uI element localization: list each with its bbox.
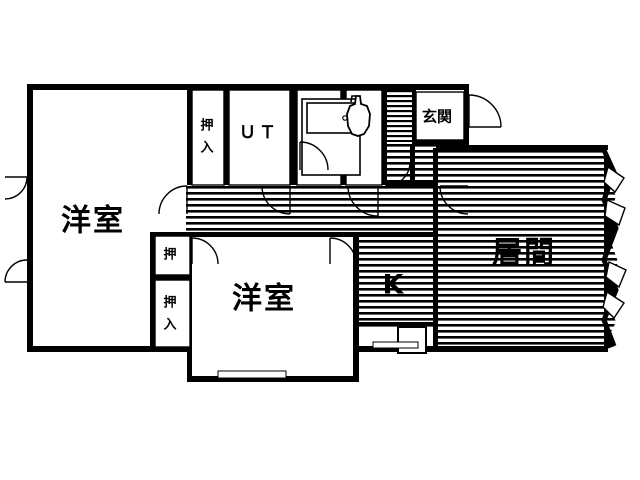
hall-door-c-swing [439, 185, 469, 215]
wall-hatch-column-left [382, 88, 387, 145]
bedroom-lower-window [217, 370, 287, 379]
bedroom-lower-door-left-swing [191, 237, 219, 265]
bedroom-upper-door-swing [158, 185, 188, 215]
closet-top-inner [191, 89, 225, 186]
wall-entry-step-right [410, 144, 415, 186]
entrance-inner [415, 91, 465, 141]
entry-hatch-column [386, 88, 414, 142]
hatched-floor-areas [186, 88, 618, 350]
closet-mid-inner [154, 235, 191, 276]
toilet-icon [346, 95, 371, 137]
closet-top-label-char-2: 入 [200, 141, 213, 156]
closet-bottom-label-char-2: 入 [163, 318, 176, 333]
window-left-top-swing [4, 176, 28, 200]
wall-living-bottom [358, 346, 608, 352]
wall-lower-closet-bottom [150, 347, 192, 352]
door-and-window-swings [4, 94, 627, 320]
kitchen-appliance-icon [397, 326, 427, 354]
ut-inner [228, 89, 291, 186]
entrance-door-swing [468, 94, 502, 128]
wall-lower-bedroom-right [353, 232, 359, 382]
wall-entrance-bottom [412, 140, 469, 145]
wall-lower-closet-top [150, 232, 192, 236]
wall-closet-right [224, 90, 229, 185]
closet-labels: 押 入 押 押 入 [163, 118, 213, 333]
room-label-entrance: 玄関 [422, 108, 452, 126]
wall-closet-left [187, 84, 192, 185]
corridor-floor [186, 183, 436, 235]
window-right-4 [602, 290, 625, 320]
closet-bottom-label-char-1: 押 [163, 295, 176, 311]
wall-left-exterior [27, 84, 33, 352]
wall-bottom-left [27, 346, 187, 352]
wall-lower-bedroom-top [187, 232, 359, 237]
room-label-kitchen: K [383, 270, 405, 301]
wall-bath-left [293, 90, 297, 185]
kitchen-floor [358, 235, 436, 327]
room-label-utility: ＵＴ [239, 123, 279, 143]
toilet-tank-detail [350, 95, 356, 103]
wall-top-main [27, 84, 469, 90]
wall-entrance-right [464, 88, 469, 144]
wall-entrance-left [412, 88, 416, 144]
closet-top-label-char-1: 押 [200, 118, 213, 134]
room-labels: 洋室 洋室 居間 K ＵＴ 玄関 [61, 108, 556, 317]
wall-kitchen-counter [358, 322, 434, 326]
hall-door-a-swing [261, 185, 291, 215]
bath-door-swing [299, 141, 329, 171]
closet-bottom-inner [154, 279, 191, 348]
fixtures [301, 95, 427, 354]
window-left-bottom-swing [4, 259, 28, 283]
wall-entry-step-bottom [386, 183, 436, 187]
closet-mid-label-char-1: 押 [163, 247, 176, 263]
room-label-bedroom-upper-left: 洋室 [61, 204, 125, 239]
room-label-living-room: 居間 [492, 236, 556, 271]
entry-step-door-swing [385, 161, 411, 187]
bedroom-lower-door-right-swing [329, 237, 357, 265]
wall-kitchen-living-divider [433, 148, 438, 350]
window-right-2 [604, 198, 626, 227]
room-label-bedroom-lower: 洋室 [232, 282, 296, 317]
window-right-3 [605, 260, 627, 289]
kitchen-window [372, 341, 419, 349]
living-room-floor [436, 148, 606, 350]
wall-lower-closet-outer [150, 232, 155, 352]
wall-lower-bedroom-bottom [187, 376, 359, 382]
wall-kitchen-top [353, 232, 437, 237]
wall-ut-right [290, 90, 295, 185]
hall-door-b-swing [347, 185, 379, 217]
wall-openings [217, 341, 419, 379]
wall-lower-closet-divider [150, 275, 192, 280]
window-right-1 [603, 165, 625, 194]
wall-living-top [436, 145, 608, 150]
